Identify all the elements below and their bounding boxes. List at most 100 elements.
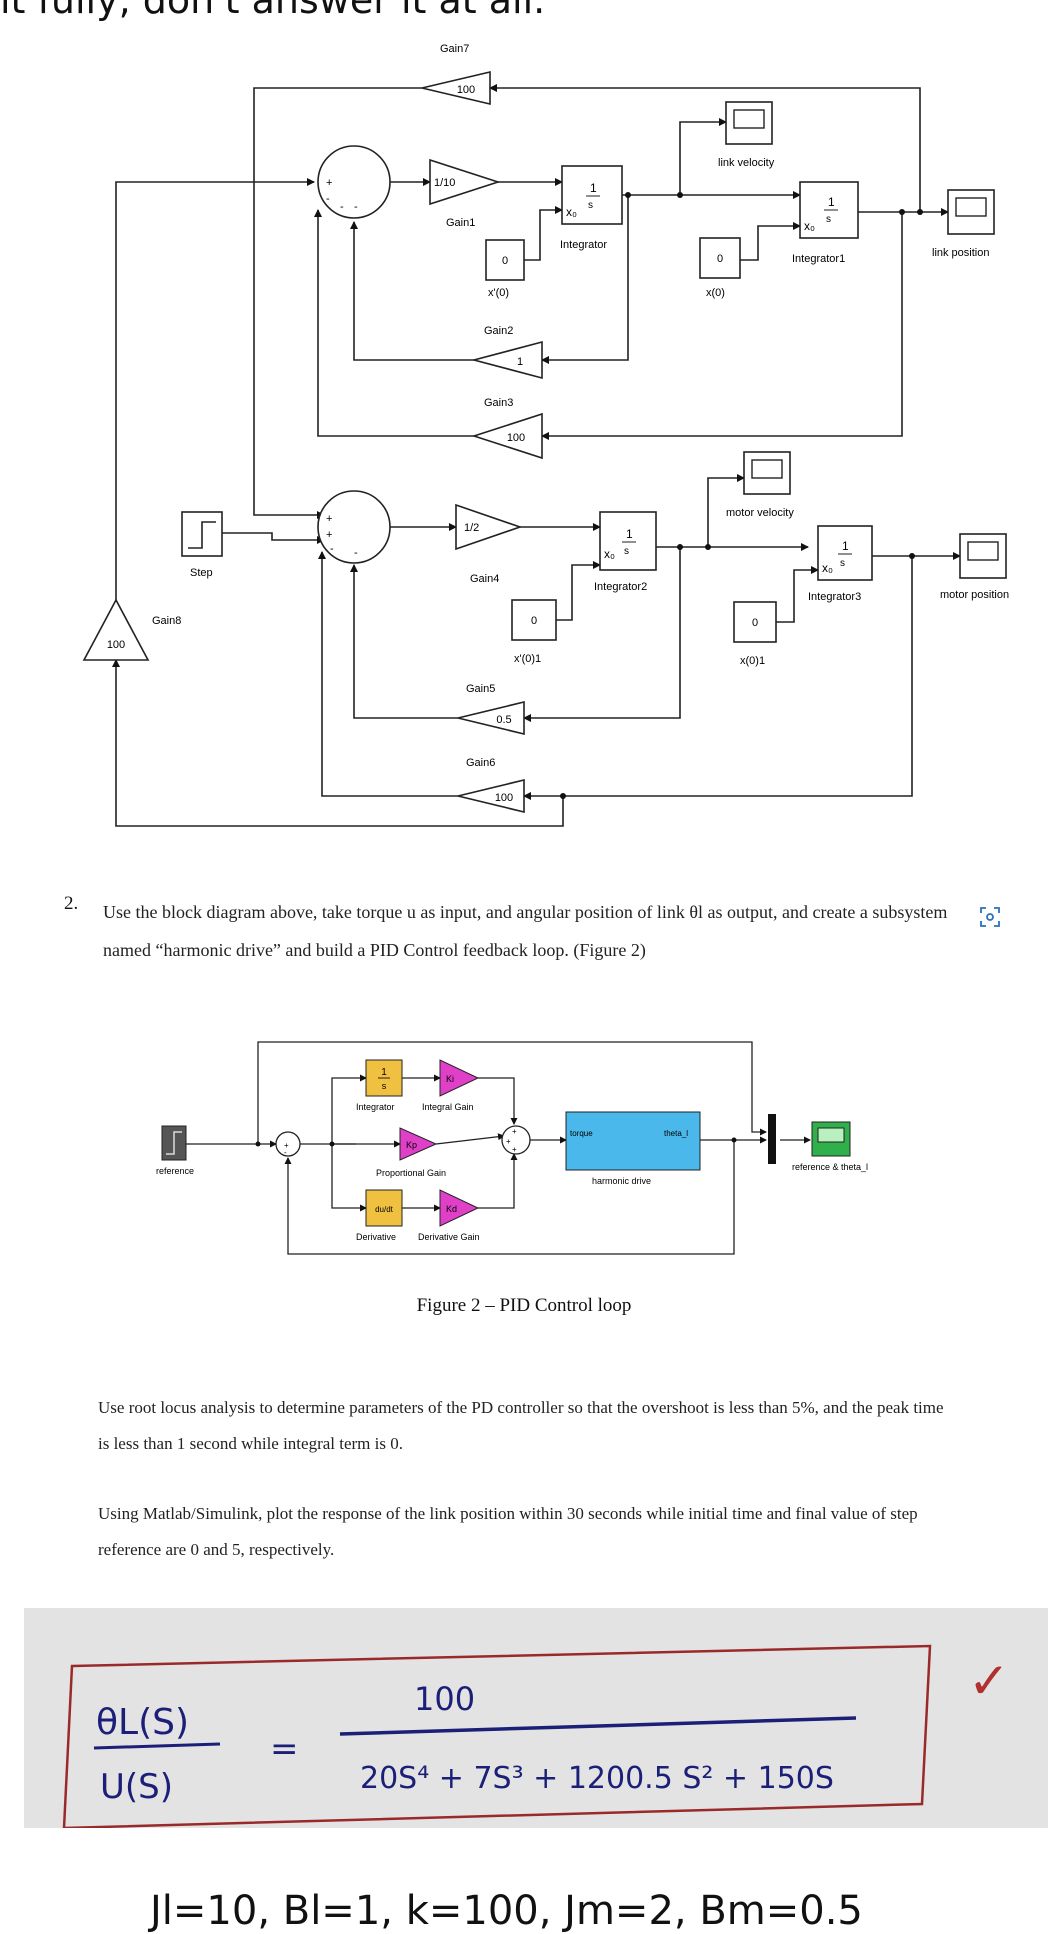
step-block[interactable] (181, 511, 223, 557)
sum1-block[interactable]: + - - - (317, 145, 391, 219)
simulink-block-diagram: 100 Gain7 + - - - 1/10 Gain1 x₀ 1 s Inte… (82, 43, 1009, 827)
integrator3-label: Integrator3 (808, 591, 861, 603)
xdot01-label: x'(0)1 (514, 653, 541, 665)
svg-text:+: + (284, 1141, 289, 1150)
link-velocity-label: link velocity (718, 157, 775, 169)
scan-text-icon[interactable] (978, 905, 1002, 929)
derivative-block[interactable]: du/dt (365, 1189, 403, 1227)
integrator1-block[interactable]: x₀ 1 s (799, 181, 859, 239)
equals-sign: = (270, 1729, 299, 1769)
motor-position-scope[interactable] (959, 533, 1007, 579)
svg-text:+: + (326, 513, 332, 525)
svg-text:1: 1 (590, 181, 597, 195)
svg-text:0: 0 (531, 615, 537, 627)
link-position-scope[interactable] (947, 189, 995, 235)
reference-source-block[interactable] (161, 1125, 187, 1161)
step-label: Step (190, 567, 213, 579)
x01-label: x(0)1 (740, 655, 765, 667)
svg-text:x₀: x₀ (566, 205, 577, 219)
gain2-block[interactable]: 1 (470, 340, 543, 380)
handwritten-note-panel: θL(S) U(S) = 100 20S⁴ + 7S³ + 1200.5 S² … (24, 1608, 1048, 1830)
svg-text:1: 1 (828, 195, 835, 209)
cut-off-text-top: it fully, don't answer it at all. (0, 0, 546, 22)
integrator1-label: Integrator1 (792, 253, 845, 265)
svg-text:s: s (588, 200, 593, 211)
rhs-numerator: 100 (414, 1680, 475, 1718)
integrator2-label: Integrator2 (594, 581, 647, 593)
svg-text:s: s (624, 546, 629, 557)
svg-text:0: 0 (717, 253, 723, 265)
gain4-label: Gain4 (470, 573, 499, 585)
x01-constant[interactable]: 0 (733, 601, 777, 643)
reference-theta-scope[interactable] (811, 1121, 851, 1157)
svg-text:-: - (330, 543, 334, 555)
pid-output-sum-block[interactable]: + + + (501, 1125, 531, 1155)
pid-sum-block[interactable]: + - (275, 1131, 301, 1157)
gain1-label: Gain1 (446, 217, 475, 229)
gain3-block[interactable]: 100 (471, 412, 543, 460)
gain7-value: 100 (457, 84, 475, 96)
gain8-label: Gain8 (152, 615, 181, 627)
paragraph-simulink: Using Matlab/Simulink, plot the response… (98, 1504, 918, 1559)
x0-constant[interactable]: 0 (699, 237, 741, 279)
cut-off-text-bottom: Jl=10, Bl=1, k=100, Jm=2, Bm=0.5 (150, 1888, 863, 1934)
integrator2-block[interactable]: x₀ 1 s (599, 511, 657, 571)
svg-text:s: s (382, 1081, 387, 1091)
question-text: Use the block diagram above, take torque… (103, 902, 948, 960)
paragraph-root-locus: Use root locus analysis to determine par… (98, 1398, 944, 1453)
svg-text:x₀: x₀ (804, 219, 815, 233)
svg-text:1: 1 (842, 539, 849, 553)
harmonic-drive-subsystem[interactable]: torque theta_l (565, 1111, 701, 1171)
xdot01-constant[interactable]: 0 (511, 599, 557, 641)
svg-text:theta_l: theta_l (664, 1129, 688, 1138)
rhs-denominator: 20S⁴ + 7S³ + 1200.5 S² + 150S (360, 1761, 834, 1796)
integrator-block[interactable]: x₀ 1 s (561, 165, 623, 225)
svg-text:x₀: x₀ (822, 561, 833, 575)
xdot0-label: x'(0) (488, 287, 509, 299)
gain4-block[interactable]: 1/2 (455, 503, 523, 551)
integrator3-block[interactable]: x₀ 1 s (817, 525, 873, 581)
link-velocity-scope[interactable] (725, 101, 773, 145)
mux-block[interactable] (768, 1114, 776, 1164)
reference-label: reference (156, 1166, 194, 1176)
svg-text:Ki: Ki (446, 1074, 454, 1084)
svg-text:Kp: Kp (406, 1140, 417, 1150)
svg-text:1/2: 1/2 (464, 522, 479, 534)
gain7-block[interactable]: 100 (421, 70, 491, 106)
gain5-label: Gain5 (466, 683, 495, 695)
gain8-block[interactable]: 100 (82, 598, 150, 661)
pid-integrator-block[interactable]: 1 s (365, 1059, 403, 1097)
gain6-block[interactable]: 100 (457, 778, 525, 814)
gain5-block[interactable]: 0.5 (457, 700, 525, 736)
svg-text:-: - (354, 547, 358, 559)
svg-text:+: + (512, 1145, 517, 1154)
svg-text:0.5: 0.5 (496, 714, 511, 726)
proportional-gain-label: Proportional Gain (376, 1168, 446, 1178)
svg-text:100: 100 (507, 432, 525, 444)
pid-integrator-label: Integrator (356, 1102, 395, 1112)
xdot0-constant[interactable]: 0 (485, 239, 525, 281)
derivative-gain-block[interactable]: Kd (439, 1189, 480, 1227)
svg-text:x₀: x₀ (604, 547, 615, 561)
handwritten-equation: θL(S) U(S) = 100 20S⁴ + 7S³ + 1200.5 S² … (62, 1644, 1010, 1830)
gain1-block[interactable]: 1/10 (429, 158, 501, 206)
sum2-block[interactable]: + + - - (317, 490, 391, 564)
svg-text:0: 0 (502, 255, 508, 267)
scope-label: reference & theta_l (792, 1162, 868, 1172)
svg-text:0: 0 (752, 617, 758, 629)
motor-velocity-scope[interactable] (743, 451, 791, 495)
integrator-label: Integrator (560, 239, 607, 251)
svg-text:+: + (326, 529, 332, 541)
svg-text:torque: torque (570, 1129, 593, 1138)
gain7-label: Gain7 (440, 43, 469, 55)
derivative-gain-label: Derivative Gain (418, 1232, 480, 1242)
integral-gain-block[interactable]: Ki (439, 1059, 480, 1097)
proportional-gain-block[interactable]: Kp (399, 1127, 438, 1161)
svg-text:-: - (354, 201, 358, 213)
svg-text:-: - (326, 193, 330, 205)
svg-text:s: s (840, 558, 845, 569)
svg-text:+: + (506, 1137, 511, 1146)
svg-text:1: 1 (381, 1067, 387, 1078)
derivative-label: Derivative (356, 1232, 396, 1242)
gain2-label: Gain2 (484, 325, 513, 337)
